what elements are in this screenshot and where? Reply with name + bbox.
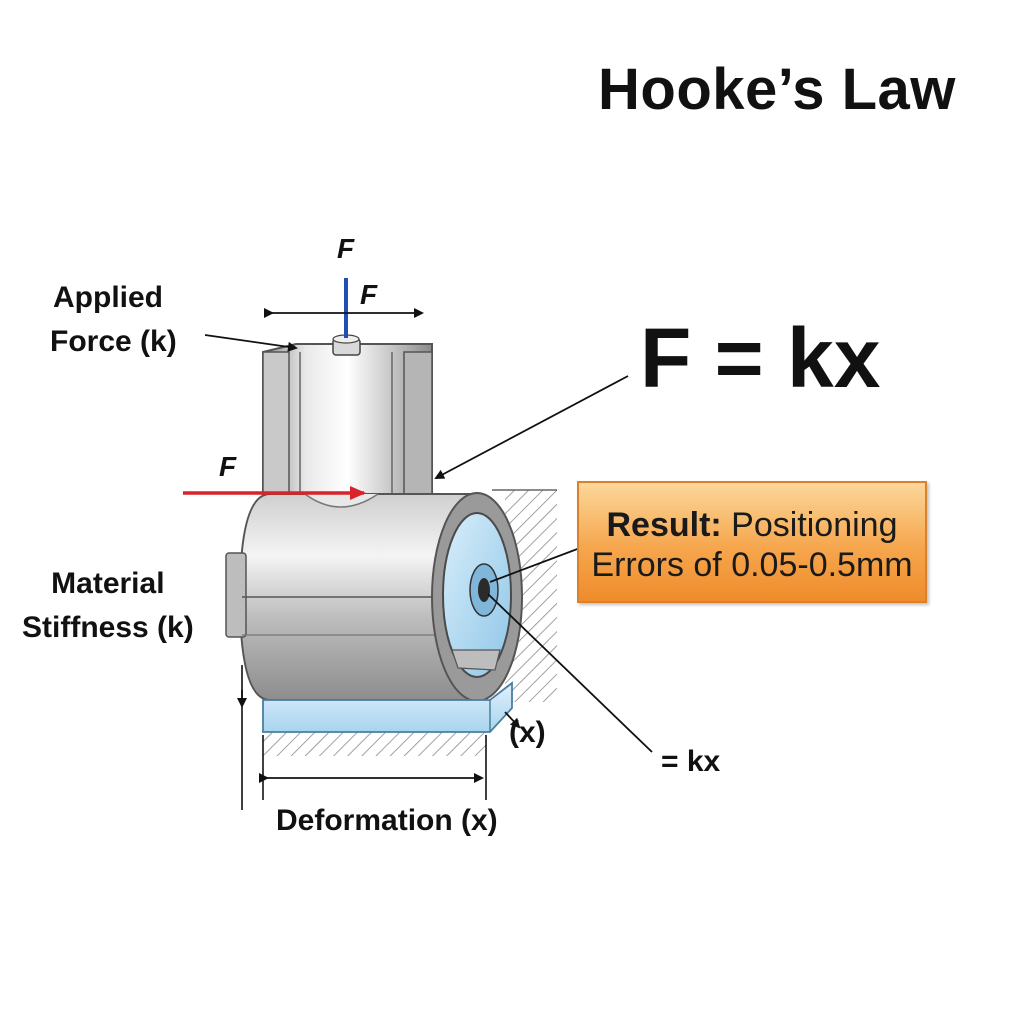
result-line1: Positioning bbox=[721, 506, 898, 544]
formula-leader bbox=[434, 375, 629, 479]
kx-label: = kx bbox=[661, 745, 721, 778]
x-indicator-arrow bbox=[504, 711, 521, 729]
diagram-title: Hooke’s Law bbox=[598, 57, 956, 122]
result-heading: Result: bbox=[606, 506, 722, 544]
formula-label: F = kx bbox=[640, 311, 881, 405]
fixed-ground bbox=[263, 732, 486, 756]
kx-leader bbox=[487, 593, 653, 753]
base-plate bbox=[262, 681, 513, 733]
cylinder-body bbox=[225, 493, 479, 701]
x-label: (x) bbox=[509, 716, 546, 749]
result-leader bbox=[489, 547, 581, 583]
result-callout: Result: Positioning Errors of 0.05-0.5mm bbox=[577, 481, 927, 603]
result-line2: Errors of 0.05-0.5mm bbox=[591, 546, 913, 584]
force-label-top: F bbox=[337, 233, 355, 264]
deformation-label: Deformation (x) bbox=[276, 804, 498, 837]
cylinder-end-face bbox=[431, 492, 523, 702]
force-label-horizontal: F bbox=[219, 451, 237, 482]
vertical-housing bbox=[262, 334, 433, 501]
applied-force-label: Applied Force (k) bbox=[50, 281, 177, 358]
material-stiffness-label: Material Stiffness (k) bbox=[22, 567, 194, 644]
applied-force-leader bbox=[204, 334, 298, 352]
deformation-dimension bbox=[237, 665, 487, 810]
force-label-lateral: F bbox=[360, 279, 378, 310]
